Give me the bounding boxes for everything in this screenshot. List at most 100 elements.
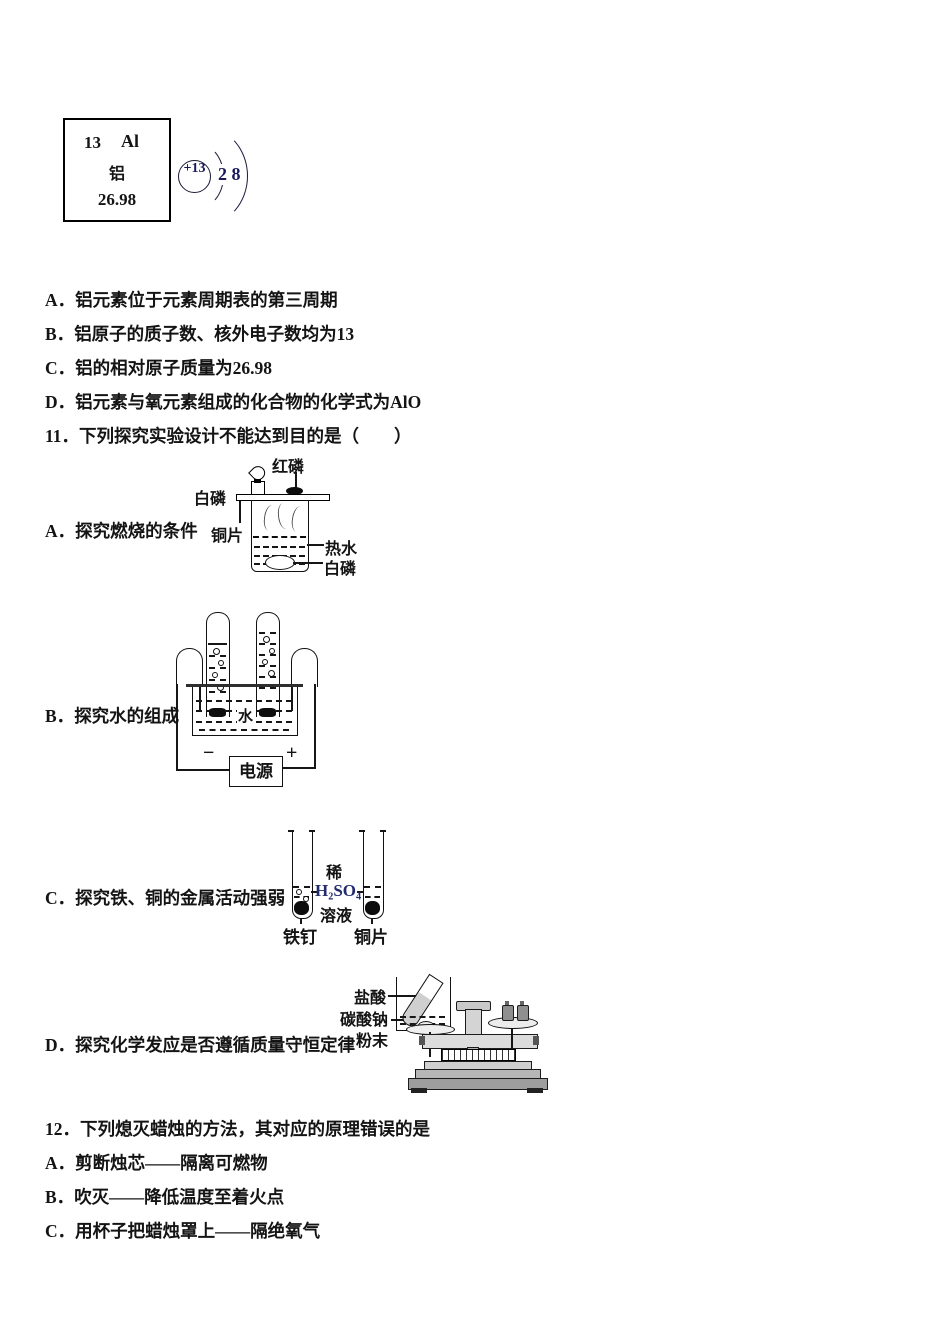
pointer-line bbox=[300, 918, 302, 924]
test-tube-iron bbox=[292, 831, 313, 919]
option-text: 探究燃烧的条件 bbox=[75, 521, 198, 541]
label-iron-nail: 铁钉 bbox=[283, 928, 317, 947]
option-text: 探究铁、铜的金属活动强弱 bbox=[75, 888, 286, 908]
option-letter: C． bbox=[45, 358, 76, 378]
option-text: 吹灭——降低温度至着火点 bbox=[74, 1187, 285, 1207]
option-letter: D． bbox=[45, 392, 76, 412]
option-row-a: A．铝元素位于元素周期表的第三周期 bbox=[45, 287, 338, 312]
water-dashes bbox=[209, 667, 226, 669]
option-letter: B． bbox=[45, 706, 75, 726]
option-letter: A． bbox=[45, 1153, 76, 1173]
bubble bbox=[268, 670, 275, 677]
water-dashes bbox=[259, 632, 276, 634]
label-white-phosphorus-bottom: 白磷 bbox=[324, 561, 357, 578]
acid-surface bbox=[293, 886, 310, 888]
label-sodium-carbonate: 碳酸钠 bbox=[340, 1012, 389, 1029]
electron-shell-2 bbox=[162, 127, 248, 225]
test-tube-left bbox=[206, 612, 230, 717]
pointer-line bbox=[293, 562, 323, 564]
label-hydrochloric-acid: 盐酸 bbox=[354, 990, 387, 1007]
test-tube-copper bbox=[363, 831, 384, 919]
q12-option-a: A．剪断烛芯——隔离可燃物 bbox=[45, 1150, 268, 1175]
water-dashes bbox=[259, 654, 276, 656]
beam-screw-right bbox=[533, 1036, 539, 1045]
water-dashes bbox=[259, 665, 276, 667]
water-dashes bbox=[259, 643, 276, 645]
nucleus-charge: +13 bbox=[178, 160, 211, 193]
shell-electron-counts: 2 8 bbox=[216, 164, 243, 185]
foot bbox=[527, 1088, 543, 1093]
option-letter: C． bbox=[45, 888, 76, 908]
white-phosphorus-lump bbox=[265, 555, 295, 570]
label-hot-water: 热水 bbox=[325, 541, 358, 558]
copper-sheet bbox=[236, 494, 330, 501]
wire-left bbox=[176, 684, 178, 771]
pointer-line bbox=[295, 472, 297, 489]
white-phosphorus-cube bbox=[251, 481, 265, 495]
foot bbox=[411, 1088, 427, 1093]
base-tier-3 bbox=[408, 1078, 548, 1090]
bubble bbox=[269, 648, 275, 654]
option-text: 铝元素与氧元素组成的化合物的化学式为AlO bbox=[75, 392, 422, 412]
wire-left-inner bbox=[199, 684, 201, 711]
water-dashes bbox=[259, 687, 276, 689]
wire-bottom-left bbox=[176, 769, 231, 771]
option-letter: B． bbox=[45, 324, 75, 344]
electrode-left bbox=[209, 708, 226, 717]
pointer-line bbox=[388, 995, 428, 997]
wire-arch-right bbox=[291, 648, 318, 687]
option-row-b: B．铝原子的质子数、核外电子数均为13 bbox=[45, 321, 354, 346]
pointer-line bbox=[307, 544, 324, 546]
iron-nail bbox=[294, 901, 309, 915]
option-letter: B． bbox=[45, 1187, 75, 1207]
test-tube-right bbox=[256, 612, 280, 717]
option-letter: A． bbox=[45, 521, 76, 541]
option-text: 铝元素位于元素周期表的第三周期 bbox=[75, 290, 338, 310]
liquid-dashes bbox=[400, 1016, 445, 1018]
bubble bbox=[296, 889, 302, 895]
q11-option-b: B．探究水的组成 bbox=[45, 703, 179, 728]
balance-beam bbox=[422, 1034, 538, 1049]
tube-rim bbox=[359, 830, 365, 832]
water-dashes bbox=[254, 546, 305, 548]
question-11-stem: 11．下列探究实验设计不能达到目的是（ ） bbox=[45, 426, 412, 446]
trough-rim bbox=[186, 684, 303, 687]
pointer-line bbox=[239, 501, 241, 523]
label-red-phosphorus: 红磷 bbox=[272, 459, 305, 476]
red-phosphorus-pile bbox=[286, 487, 303, 495]
trough-water bbox=[199, 729, 289, 731]
option-text: 用杯子把蜡烛罩上——隔绝氧气 bbox=[75, 1221, 321, 1241]
acid-dashes bbox=[294, 896, 309, 898]
trough-water bbox=[196, 700, 292, 702]
wick bbox=[254, 479, 261, 483]
bubble bbox=[263, 636, 270, 643]
label-white-phosphorus-top: 白磷 bbox=[194, 491, 227, 508]
bubble bbox=[213, 648, 220, 655]
label-powder: 粉末 bbox=[356, 1033, 389, 1050]
wire-right-inner bbox=[291, 684, 293, 711]
water-dashes bbox=[209, 679, 226, 681]
acid-surface bbox=[364, 886, 381, 888]
bubble bbox=[262, 659, 268, 665]
question-12-stem: 12．下列熄灭蜡烛的方法，其对应的原理错误的是 bbox=[45, 1119, 430, 1139]
label-copper-sheet: 铜片 bbox=[211, 528, 244, 545]
atomic-number: 13 bbox=[84, 133, 101, 152]
tube-rim bbox=[288, 830, 294, 832]
element-name: 铝 bbox=[108, 166, 125, 183]
water-surface bbox=[253, 536, 306, 538]
wire-arch-left bbox=[176, 648, 203, 687]
option-row-c: C．铝的相对原子质量为26.98 bbox=[45, 355, 272, 380]
beaker bbox=[251, 500, 309, 572]
plus-terminal: + bbox=[286, 742, 298, 764]
q12-option-c: C．用杯子把蜡烛罩上——隔绝氧气 bbox=[45, 1218, 320, 1243]
element-symbol: Al bbox=[121, 131, 139, 151]
pointer-line bbox=[311, 891, 317, 893]
right-pan-rod bbox=[511, 1029, 513, 1055]
label-dilute: 稀 bbox=[326, 865, 343, 882]
element-cell: 13 Al 铝 26.98 bbox=[63, 118, 171, 222]
option-text: 剪断烛芯——隔离可燃物 bbox=[75, 1153, 268, 1173]
acid-dashes bbox=[365, 896, 380, 898]
label-solution: 溶液 bbox=[320, 908, 353, 925]
wire-right bbox=[314, 684, 316, 769]
